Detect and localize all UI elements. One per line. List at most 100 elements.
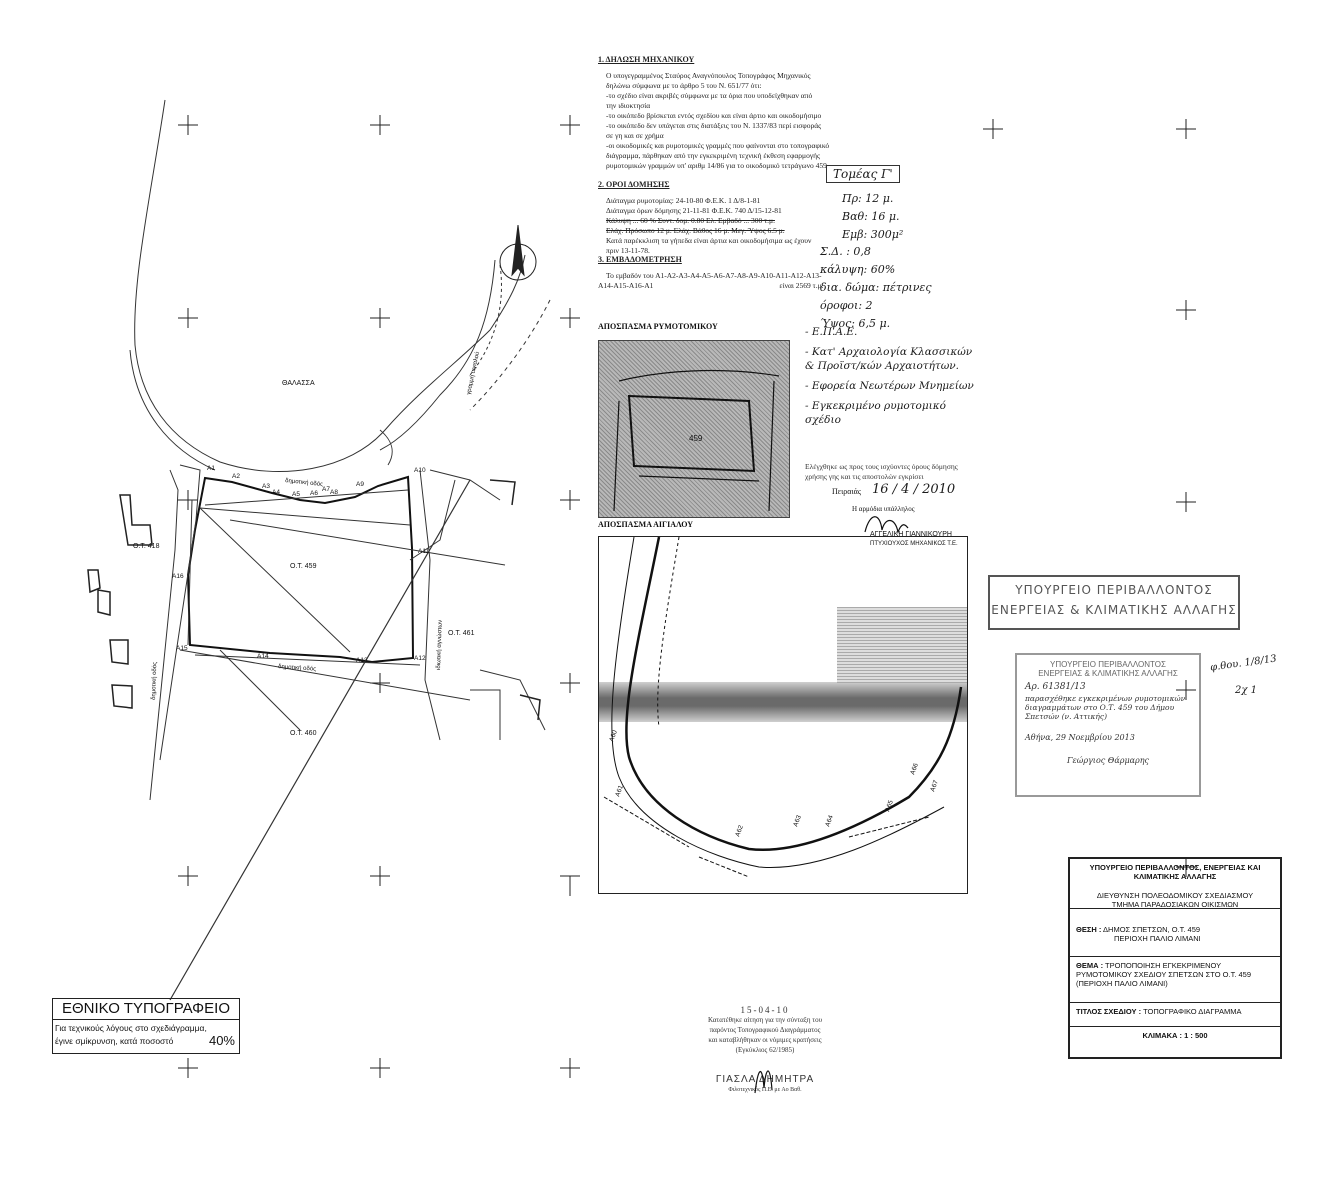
area-line-1: Το εμβαδόν του Α1-Α2-Α3-Α4-Α5-Α6-Α7-Α8-Α… [606,271,822,280]
registration-crosses [178,115,1196,1078]
zoning-excerpt-title: ΑΠΟΣΠΑΣΜΑ ΡΥΜΟΤΟΜΙΚΟΥ [598,322,718,331]
scale-value: 1 : 500 [1184,1031,1208,1040]
protocol-subject: παρασχέθηκε εγκεκριμένων ρυμοτομικών δια… [1025,694,1186,721]
subject-label: ΘΕΜΑ : [1076,961,1104,970]
location-value: ΔΗΜΟΣ ΣΠΕΤΣΩΝ, Ο.Τ. 459 [1103,925,1201,934]
zoning-excerpt-lines: 459 [613,369,780,512]
deposit-line-3: και καταβλήθηκαν οι νόμιμες κρατήσεις [708,1036,822,1044]
north-arrow-icon [499,224,537,281]
ministry-stamp-line-1: ΥΠΟΥΡΓΕΙΟ ΠΕΡΙΒΑΛΛΟΝΤΟΣ [1015,583,1213,597]
declaration-line: -οι οικοδομικές και ρυμοτομικές γραμμές … [606,141,830,150]
hand-sector: Τομέας Γ' [826,165,900,183]
protocol-signer: Γεώργιος Θάρμαρης [1066,756,1150,765]
declaration-title: 1. ΔΗΛΩΣΗ ΜΗΧΑΝΙΚΟΥ [598,55,695,64]
declaration-line: -το σχέδιο είναι ακριβές σύμφωνα με τα ό… [606,91,813,100]
cert-place: Πειραιάς [832,487,861,496]
block-460-label: Ο.Τ. 460 [290,730,317,737]
approval-item: - Εγκεκριμένο ρυμοτομικό σχέδιο [805,400,947,426]
declaration-line: -το οικόπεδο δεν υπάγεται στις διατάξεις… [606,121,822,130]
protocol-date: Αθήνα, 29 Νοεμβρίου 2013 [1025,733,1135,742]
declaration-line: ρυμοτομικών γραμμών υπ' αριθμ 14/86 για … [606,161,827,170]
declaration-line: δηλώνω σύμφωνα με το άρθρο 5 του Ν. 651/… [606,81,762,90]
deposit-line-4: (Εγκύκλιος 62/1985) [735,1046,795,1054]
title-block-ministry: ΥΠΟΥΡΓΕΙΟ ΠΕΡΙΒΑΛΛΟΝΤΟΣ, ΕΝΕΡΓΕΙΑΣ ΚΑΙ Κ… [1089,863,1261,881]
cert-date: 16 / 4 / 2010 [872,482,956,497]
drawing-title-block: ΥΠΟΥΡΓΕΙΟ ΠΕΡΙΒΑΛΛΟΝΤΟΣ, ΕΝΕΡΓΕΙΑΣ ΚΑΙ Κ… [1068,857,1282,1059]
shore-vertex-label: Α66 [909,762,920,776]
cert-name: ΑΓΓΕΛΙΚΗ ΓΙΑΝΝΙΚΟΥΡΗ [870,531,952,538]
hand-frontage: Πρ: 12 μ. [842,192,894,205]
hand-depth: Βαθ: 16 μ. [842,210,900,223]
title-block-subject: ΘΕΜΑ : ΤΡΟΠΟΠΟΙΗΣΗ ΕΓΚΕΚΡΙΜΕΝΟΥ ΡΥΜΟΤΟΜΙ… [1070,957,1280,1003]
protocol-ref: Αρ. 61381/13 [1025,682,1086,692]
sea-label: ΘΑΛΑΣΣΑ [282,380,315,387]
area-measurement: 3. ΕΜΒΑΔΟΜΕΤΡΗΣΗ Το εμβαδόν του Α1-Α2-Α3… [598,255,978,291]
national-printing-line-1: Για τεχνικούς λόγους στο σχεδιάγραμμα, [55,1023,207,1033]
vertex-label: Α6 [310,490,318,497]
road-label-south: δημοτική οδός [278,663,317,673]
approval-item: - Εφορεία Νεωτέρων Μνημείων [805,380,974,392]
hand-terms-block-2: Σ.Δ. : 0,8 κάλυψη: 60% δια. δώμα: πέτριν… [820,243,931,333]
protocol-stamp: ΥΠΟΥΡΓΕΙΟ ΠΕΡΙΒΑΛΛΟΝΤΟΣ ΕΝΕΡΓΕΙΑΣ & ΚΛΙΜ… [1015,653,1201,797]
plot-459 [186,475,415,664]
cert-official: Η αρμόδια υπάλληλος [852,505,915,513]
engineer-declaration: 1. ΔΗΛΩΣΗ ΜΗΧΑΝΙΚΟΥ Ο υπογεγραμμένος Στα… [598,55,978,171]
drawing-label: ΤΙΤΛΟΣ ΣΧΕΔΙΟΥ : [1076,1007,1142,1016]
protocol-line-2: ΕΝΕΡΓΕΙΑΣ & ΚΛΙΜΑΤΙΚΗΣ ΑΛΛΑΓΗΣ [1038,669,1178,678]
terms-line-5: Κατά παρέκκλιση τα γήπεδα είναι άρτια κα… [606,236,812,245]
cert-signature [864,516,909,535]
coastline [129,99,551,472]
vertex-label: Α13 [356,657,368,664]
deposit-signature [754,1070,773,1094]
vertex-label: Α9 [356,481,364,488]
declaration-line: την ιδιοκτησία [606,101,651,110]
hand-coverage: κάλυψη: 60% [820,263,896,276]
hand-approvals-list: - Ε.Π.Α.Ε. - Κατ' Αρχαιολογία Κλασσικών &… [805,325,975,433]
plot-lines [149,464,546,1001]
area-title: 3. ΕΜΒΑΔΟΜΕΤΡΗΣΗ [598,255,682,264]
national-printing-line-2: έγινε σμίκρυνση, κατά ποσοστό [55,1036,174,1046]
approval-item: - Ε.Π.Α.Ε. [805,326,858,338]
area-line-2: Α14-Α15-Α16-Α1 [598,281,654,290]
shore-vertex-label: Α61 [614,784,625,798]
title-block-drawing: ΤΙΤΛΟΣ ΣΧΕΔΙΟΥ : ΤΟΠΟΓΡΑΦΙΚΟ ΔΙΑΓΡΑΜΜΑ [1070,1003,1280,1027]
terms-line-1: Διάταγμα ρυμοτομίας: 24-10-80 Φ.Ε.Κ. 1 Δ… [606,196,761,205]
vertex-label: Α14 [257,653,269,660]
buildings [87,479,541,721]
vertex-label: Α11 [418,548,429,555]
national-printing-percent: 40% [208,1033,235,1048]
declaration-line: Ο υπογεγραμμένος Σταύρος Αναγνόπουλος Το… [606,71,811,80]
terms-line-2: Διάταγμα όρων δόμησης 21-11-81 Φ.Ε.Κ. 74… [606,206,782,215]
shoreline-label: γραμμή αιγιαλού [465,351,481,395]
drawing-value: ΤΟΠΟΓΡΑΦΙΚΟ ΔΙΑΓΡΑΜΜΑ [1143,1007,1242,1016]
title-block-scale: ΚΛΙΜΑΚΑ : 1 : 500 [1070,1027,1280,1044]
vertex-label: Α4 [272,489,280,496]
title-block-department: ΤΜΗΜΑ ΠΑΡΑΔΟΣΙΑΚΩΝ ΟΙΚΙΣΜΩΝ [1111,900,1239,909]
terms-title: 2. ΟΡΟΙ ΔΟΜΗΣΗΣ [598,180,670,189]
cert-line-1: Ελέγχθηκε ως προς τους ισχύοντες όρους δ… [805,462,958,471]
hand-roof: δια. δώμα: πέτρινες [820,281,932,294]
deposit-role: Φιλοτεχνικός Π.Ε. με Αο Βαθ. [728,1087,802,1093]
ministry-stamp: ΥΠΟΥΡΓΕΙΟ ΠΕΡΙΒΑΛΛΟΝΤΟΣ ΕΝΕΡΓΕΙΑΣ & ΚΛΙΜ… [988,575,1240,630]
vertex-label: Α8 [330,489,338,496]
title-block-header: ΥΠΟΥΡΓΕΙΟ ΠΕΡΙΒΑΛΛΟΝΤΟΣ, ΕΝΕΡΓΕΙΑΣ ΚΑΙ Κ… [1070,859,1280,909]
vertex-label: Α12 [414,655,426,662]
protocol-line-1: ΥΠΟΥΡΓΕΙΟ ΠΕΡΙΒΑΛΛΟΝΤΟΣ [1050,660,1166,669]
building-terms: 2. ΟΡΟΙ ΔΟΜΗΣΗΣ Διάταγμα ρυμοτομίας: 24-… [598,180,978,256]
declaration-line: σε γη και σε χρήμα [606,131,664,140]
deposit-line-1: Κατατέθηκε αίτηση για την σύνταξη του [707,1016,823,1024]
hand-side-note-2: 2χ 1 [1235,685,1257,696]
shore-vertex-label: Α65 [884,799,895,813]
hand-area: Εμβ: 300μ² [842,228,904,241]
vertex-label: Α3 [262,483,270,490]
shore-vertex-label: Α64 [824,814,835,828]
approval-item: - Κατ' Αρχαιολογία Κλασσικών & Προϊστ/κώ… [805,346,973,372]
deposit-line-2: παρόντος Τοπογραφικού Διαγράμματος [709,1026,821,1034]
vertex-label: Α2 [232,473,240,480]
national-printing-title: ΕΘΝΙΚΟ ΤΥΠΟΓΡΑΦΕΙΟ [53,999,239,1020]
vertex-label: Α7 [322,486,330,493]
ministry-stamp-line-2: ΕΝΕΡΓΕΙΑΣ & ΚΛΙΜΑΤΙΚΗΣ ΑΛΛΑΓΗΣ [991,603,1237,617]
